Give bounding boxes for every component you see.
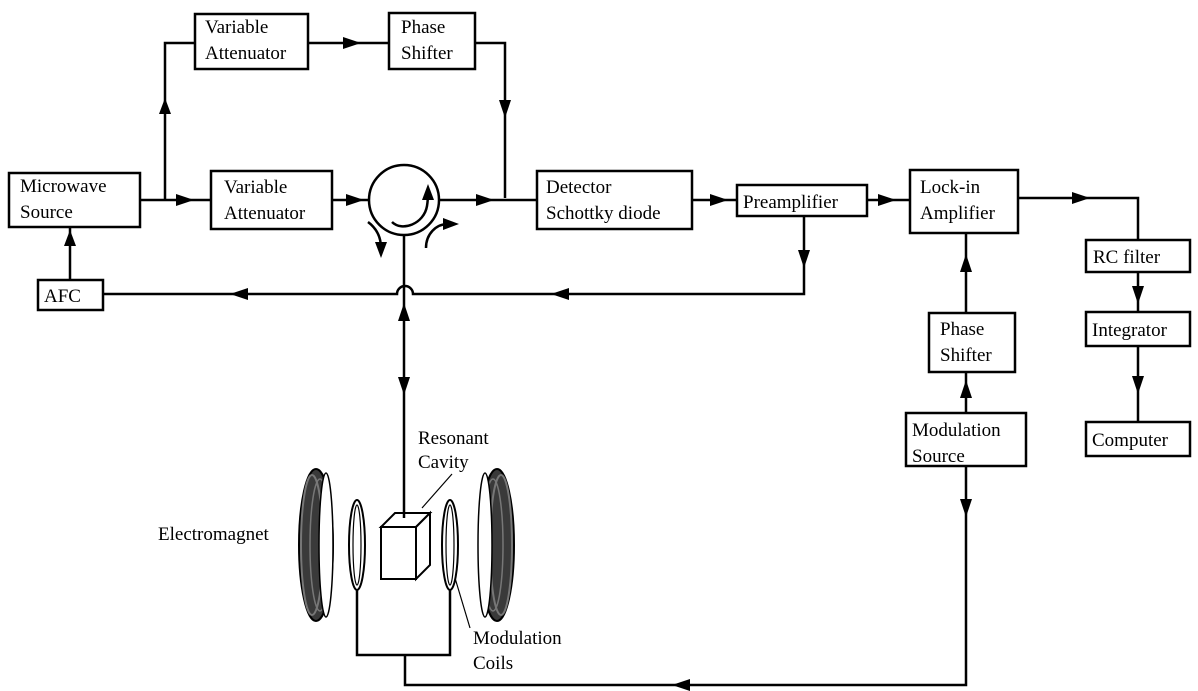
computer-label: Computer	[1092, 430, 1169, 451]
arrow-right-preamp-to-lockin	[878, 194, 896, 206]
phase-shifter-right-line1: Phase	[940, 319, 984, 340]
preamplifier-block: Preamplifier	[735, 183, 869, 218]
resonant-cavity-leader	[421, 473, 453, 509]
modulation-source-block: Modulation Source	[904, 411, 1028, 468]
microwave-source-label-line2: Source	[20, 202, 73, 223]
resonant-cavity-label-line2: Cavity	[418, 452, 469, 473]
arrow-up-phase-right-to-lockin	[960, 254, 972, 272]
microwave-source-label-line1: Microwave	[20, 176, 107, 197]
electromagnet-left-pole	[298, 468, 334, 622]
arrow-down-cavity-line-bottom	[398, 377, 410, 395]
arrow-right-atten-to-phase	[343, 37, 361, 49]
rc-filter-block: RC filter	[1084, 238, 1192, 274]
arrow-right-from-circulator	[476, 194, 494, 206]
arrow-left-bottom-line	[672, 679, 690, 691]
modulation-coil-left	[348, 499, 366, 591]
arrow-right-detector-to-preamp	[710, 194, 728, 206]
wire-phase-top-down	[475, 41, 507, 198]
arrow-left-feedback-left	[230, 288, 248, 300]
afc-label: AFC	[44, 286, 81, 307]
afc-block: AFC	[36, 278, 105, 312]
electromagnet-label: Electromagnet	[158, 524, 270, 545]
variable-attenuator-mid-line2: Attenuator	[224, 203, 306, 224]
arrow-right-split	[176, 194, 194, 206]
cavity-box-icon	[378, 510, 433, 582]
modulation-coils-label-line2: Coils	[473, 653, 513, 674]
phase-shifter-top-block: Phase Shifter	[387, 11, 477, 71]
variable-attenuator-top-line1: Variable	[205, 17, 268, 38]
arrow-up-upper-branch	[159, 98, 171, 114]
modulation-source-line1: Modulation	[912, 420, 1001, 441]
wire-upper-branch	[163, 41, 195, 200]
lockin-amplifier-block: Lock-in Amplifier	[908, 168, 1020, 235]
arrow-up-afc-to-source	[64, 230, 76, 246]
circulator-icon	[367, 163, 459, 258]
phase-shifter-right-line2: Shifter	[940, 345, 992, 366]
arrow-right-to-circulator	[346, 194, 364, 206]
lockin-amplifier-line1: Lock-in	[920, 177, 981, 198]
detector-line2: Schottky diode	[546, 203, 661, 224]
modulation-source-line2: Source	[912, 446, 965, 467]
arrowheads	[64, 37, 1144, 691]
rc-filter-label: RC filter	[1093, 247, 1161, 268]
wire-preamp-feedback	[103, 216, 806, 296]
variable-attenuator-mid-block: Variable Attenuator	[209, 169, 334, 231]
microwave-source-block: Microwave Source	[7, 171, 142, 229]
phase-shifter-top-line2: Shifter	[401, 43, 453, 64]
electromagnet-right-pole	[477, 468, 515, 622]
phase-shifter-top-line1: Phase	[401, 17, 445, 38]
arrow-right-lockin-out	[1072, 192, 1090, 204]
wire-lockin-to-rc	[1018, 196, 1140, 240]
arrow-up-cavity-line-top	[398, 303, 410, 321]
variable-attenuator-top-block: Variable Attenuator	[193, 12, 310, 71]
variable-attenuator-top-line2: Attenuator	[205, 43, 287, 64]
wire-coil-interconnect	[355, 590, 452, 657]
modulation-coils-leader	[454, 577, 471, 629]
arrow-down-preamp-feedback	[798, 250, 810, 268]
computer-block: Computer	[1084, 420, 1192, 458]
arrow-down-rc-to-integrator	[1132, 286, 1144, 304]
variable-attenuator-mid-line1: Variable	[224, 177, 287, 198]
preamplifier-label: Preamplifier	[743, 192, 839, 213]
lockin-amplifier-line2: Amplifier	[920, 203, 996, 224]
modulation-coils-label-line1: Modulation	[473, 628, 562, 649]
arrow-left-feedback-right	[551, 288, 569, 300]
detector-block: Detector Schottky diode	[535, 169, 694, 231]
arrow-down-phase-top	[499, 100, 511, 118]
phase-shifter-right-block: Phase Shifter	[927, 311, 1017, 374]
arrow-down-modsrc-to-coils	[960, 499, 972, 517]
resonant-cavity-label-line1: Resonant	[418, 428, 489, 449]
detector-line1: Detector	[546, 177, 612, 198]
arrow-up-modsrc-to-phase-right	[960, 380, 972, 398]
integrator-label: Integrator	[1092, 320, 1168, 341]
arrow-down-integrator-to-computer	[1132, 376, 1144, 394]
modulation-coil-right	[441, 499, 459, 591]
integrator-block: Integrator	[1084, 310, 1192, 348]
